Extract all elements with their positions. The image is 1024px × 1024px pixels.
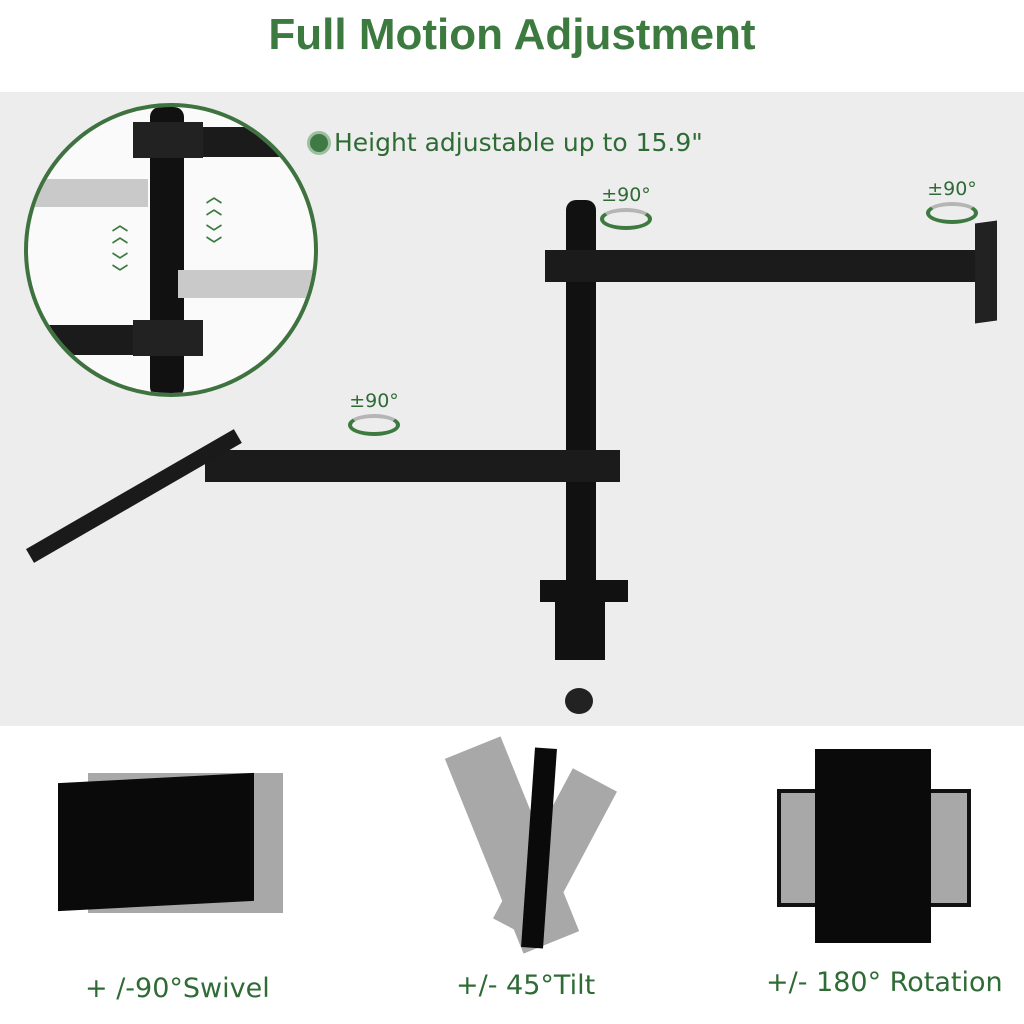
rotation-label-lower: ±90° xyxy=(348,390,400,436)
ghost-arm-upper xyxy=(28,179,148,207)
feature-label-rotation: +/- 180° Rotation xyxy=(766,967,1003,998)
ghost-arm-lower xyxy=(178,270,314,298)
rotate-arrow-icon xyxy=(926,202,978,224)
rotate-arrow-icon xyxy=(348,414,400,436)
rotation-value: ±90° xyxy=(927,178,977,200)
vesa-plate xyxy=(975,220,997,324)
desk-clamp-top xyxy=(540,580,628,602)
rotation-value: ±90° xyxy=(601,184,651,206)
swivel-monitor-icon xyxy=(58,772,254,912)
chevron-up-icon: ︿︿﹀﹀ xyxy=(112,215,129,282)
rotate-arrow-icon xyxy=(600,208,652,230)
page-title: Full Motion Adjustment xyxy=(268,10,756,59)
upper-arm xyxy=(198,127,314,157)
feature-label-tilt: +/- 45°Tilt xyxy=(456,970,596,1001)
height-note: Height adjustable up to 15.9" xyxy=(310,128,703,157)
rotation-value: ±90° xyxy=(349,390,399,412)
upper-arm xyxy=(545,250,995,282)
chevron-down-icon: ︿︿﹀﹀ xyxy=(206,187,223,254)
clamp-block xyxy=(133,122,203,158)
clamp-block xyxy=(133,320,203,356)
height-note-text: Height adjustable up to 15.9" xyxy=(334,128,703,157)
height-detail-circle: ︿︿﹀﹀ ︿︿﹀﹀ xyxy=(24,103,318,397)
rotation-monitor-icon xyxy=(815,749,931,943)
lower-arm xyxy=(205,450,620,482)
bullet-icon xyxy=(310,133,328,152)
feature-label-swivel: + /-90°Swivel xyxy=(85,973,270,1004)
clamp-knob xyxy=(565,688,593,714)
desk-clamp xyxy=(555,600,605,660)
rotation-label-head: ±90° xyxy=(926,178,978,224)
rotation-label-upper: ±90° xyxy=(600,184,652,230)
